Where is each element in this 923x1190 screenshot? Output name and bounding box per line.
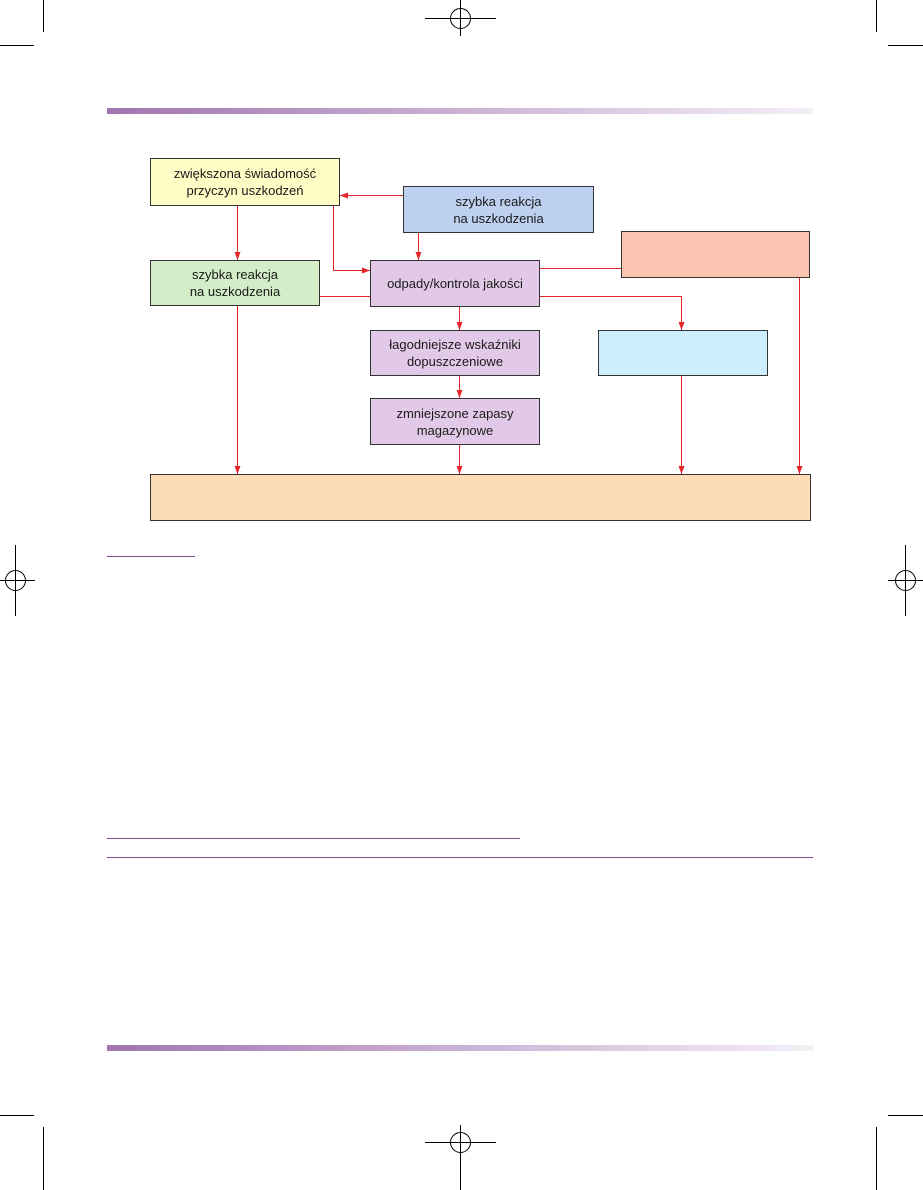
node-label-line: dopuszczeniowe bbox=[406, 354, 504, 369]
arrow-awareness-to-waste-quality bbox=[333, 206, 370, 274]
registration-mark-left bbox=[0, 545, 35, 616]
node-awareness: zwiększona świadomość przyczyn uszkodzeń bbox=[150, 158, 340, 206]
full-width-divider-rule bbox=[107, 857, 813, 858]
node-label-line: odpady/kontrola jakości bbox=[387, 276, 523, 291]
node-waste-quality: odpady/kontrola jakości bbox=[370, 260, 540, 307]
node-approval: łagodniejsze wskaźniki dopuszczeniowe bbox=[370, 330, 540, 376]
registration-mark-top bbox=[425, 0, 496, 36]
arrow-waste-quality-to-cyan-box bbox=[540, 296, 685, 330]
node-label-line: na uszkodzenia bbox=[453, 210, 544, 226]
node-label-line: na uszkodzenia bbox=[189, 284, 281, 299]
node-reaction-blue: szybka reakcja na uszkodzenia bbox=[403, 186, 594, 233]
crop-mark-top-right bbox=[876, 0, 923, 46]
node-label-line: przyczyn uszkodzeń bbox=[186, 183, 304, 198]
node-label-line: zmniejszone zapasy bbox=[396, 405, 514, 421]
crop-mark-top-left bbox=[0, 0, 44, 46]
node-label-line: zwiększona świadomość bbox=[173, 166, 317, 181]
header-gradient-bar bbox=[107, 108, 813, 114]
node-stock: zmniejszone zapasy magazynowe bbox=[370, 398, 540, 445]
node-label-line: magazynowe bbox=[416, 422, 494, 438]
node-salmon-box bbox=[621, 231, 810, 278]
registration-mark-bottom bbox=[425, 1125, 496, 1190]
node-reaction-green: szybka reakcja na uszkodzenia bbox=[150, 260, 320, 306]
node-cyan-box bbox=[598, 330, 768, 376]
footer-gradient-bar bbox=[107, 1045, 813, 1051]
crop-mark-bottom-right bbox=[876, 1115, 923, 1190]
node-label-line: szybka reakcja bbox=[192, 267, 278, 282]
crop-mark-bottom-left bbox=[0, 1115, 44, 1190]
node-outcome-box bbox=[150, 474, 811, 521]
node-label-line: szybka reakcja bbox=[455, 193, 542, 209]
node-label-line: łagodniejsze wskaźniki bbox=[389, 337, 521, 352]
section-heading-underline bbox=[107, 556, 195, 557]
registration-mark-right bbox=[888, 545, 923, 616]
short-divider-rule bbox=[107, 838, 520, 839]
